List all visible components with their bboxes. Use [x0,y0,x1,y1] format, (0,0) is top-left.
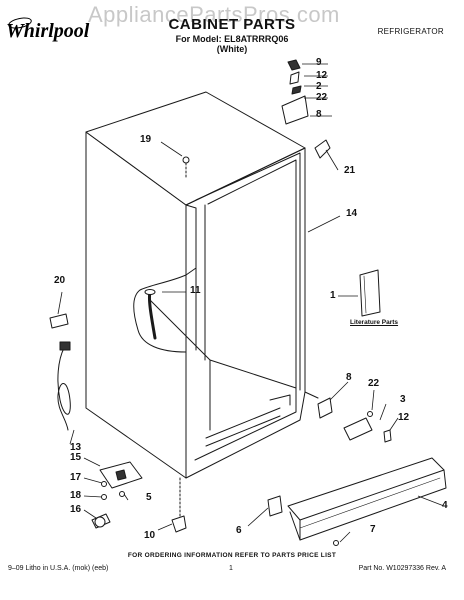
screw-19 [182,156,190,164]
model-line: For Model: EL8ATRRRQ06 [175,34,289,44]
clip-20 [49,313,69,329]
callout-7: 7 [370,524,376,535]
callout-3: 3 [400,394,406,405]
callout-5: 5 [146,492,152,503]
bracket-8-lower [317,397,333,419]
literature-booklet [359,269,381,317]
callout-17: 17 [70,472,82,483]
color-line: (White) [216,44,248,54]
ordering-note: FOR ORDERING INFORMATION REFER TO PARTS … [127,552,337,559]
callout-12-bottom: 12 [398,412,410,423]
callout-22-top: 22 [316,92,328,103]
bracket-6 [267,495,283,517]
cabinet-inner-wall [195,159,297,389]
callout-13: 13 [70,442,82,453]
callout-15: 15 [70,452,82,463]
screw-7 [333,540,339,546]
cabinet-base-vent [205,407,281,447]
callout-14: 14 [346,208,358,219]
callout-10: 10 [144,530,156,541]
leveling-foot-10 [171,515,187,533]
category-label: REFRIGERATOR [377,27,444,36]
callout-6: 6 [236,525,242,536]
callout-2: 2 [316,81,322,92]
page-number: 1 [229,565,233,572]
cabinet-right-front-edge [304,147,319,399]
callout-9-top: 9 [316,57,322,68]
callout-22-bottom: 22 [368,378,380,389]
power-cord-13 [57,347,71,431]
callout-20: 20 [54,275,66,286]
callout-12-top: 12 [316,70,328,81]
callout-21: 21 [344,165,356,176]
part-number: Part No. W10297336 Rev. A [358,565,446,572]
literature-parts-label: Literature Parts [350,319,399,326]
callout-19: 19 [140,134,152,145]
hinge-top-bracket [281,95,309,125]
cabinet-opening [185,147,306,391]
callout-4: 4 [442,500,448,511]
litho-info: 9–09 Litho in U.S.A. (mok) (eeb) [8,565,109,572]
callout-8-top: 8 [316,109,322,120]
hinge-cover-21 [314,139,331,159]
watermark: AppliancePartsPros.com [88,2,340,27]
callout-11: 11 [190,285,201,296]
toe-grille-4 [287,457,445,521]
callout-1: 1 [330,290,336,301]
callout-18: 18 [70,490,82,501]
callout-8-bottom: 8 [346,372,352,383]
brand-logo: Whirlpool [6,20,90,42]
page-title: CABINET PARTS [168,16,296,33]
hinge-lower-3 [343,417,373,441]
callout-16: 16 [70,504,82,515]
